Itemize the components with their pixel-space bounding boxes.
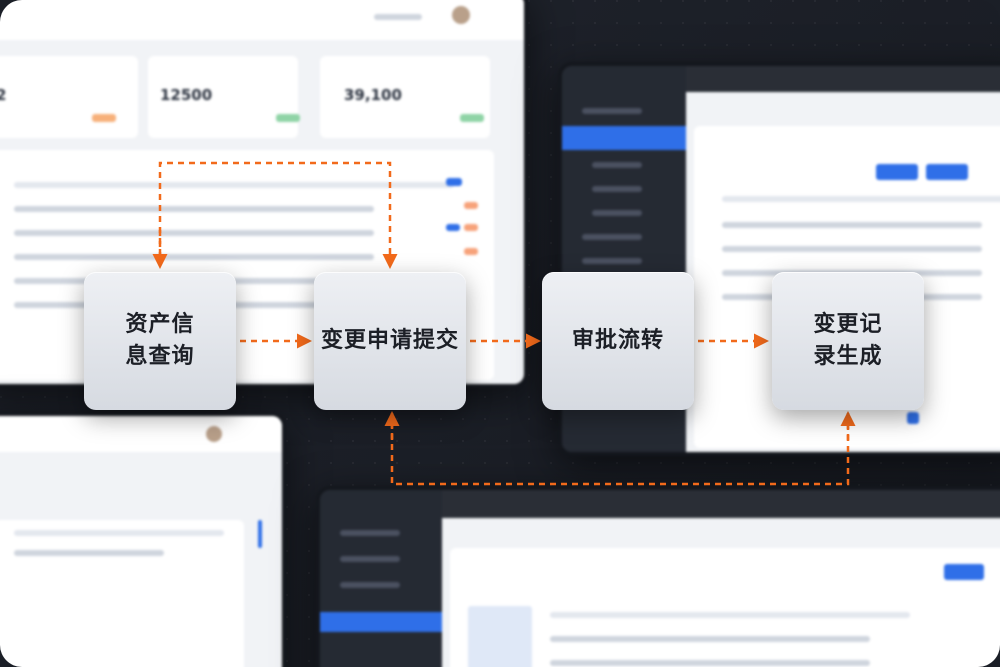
loop-bottom-submit-record xyxy=(390,413,850,486)
loop-top-query-submit xyxy=(158,161,398,269)
step-approval-flow: 审批流转 xyxy=(542,272,694,410)
step-change-request-submit: 变更申请提交 xyxy=(314,272,466,410)
stat-value-3: 39,100 xyxy=(344,86,402,104)
step-change-record-generation: 变更记 录生成 xyxy=(772,272,924,410)
avatar xyxy=(206,426,222,442)
step-label: 资产信 xyxy=(125,312,195,338)
step-asset-query: 资产信 息查询 xyxy=(84,272,236,410)
step-label: 录生成 xyxy=(813,344,883,369)
stat-value-1: 2 xyxy=(0,86,6,104)
step-label: 变更申请提交 xyxy=(320,328,459,354)
step-label: 息查询 xyxy=(125,344,195,369)
avatar xyxy=(452,6,470,24)
dashboard-screenshot-bottom-left xyxy=(0,412,286,667)
step-label: 审批流转 xyxy=(571,328,664,354)
stat-value-2: 12500 xyxy=(160,86,213,104)
dashboard-screenshot-bottom xyxy=(316,486,1000,667)
step-label: 变更记 xyxy=(813,312,883,338)
